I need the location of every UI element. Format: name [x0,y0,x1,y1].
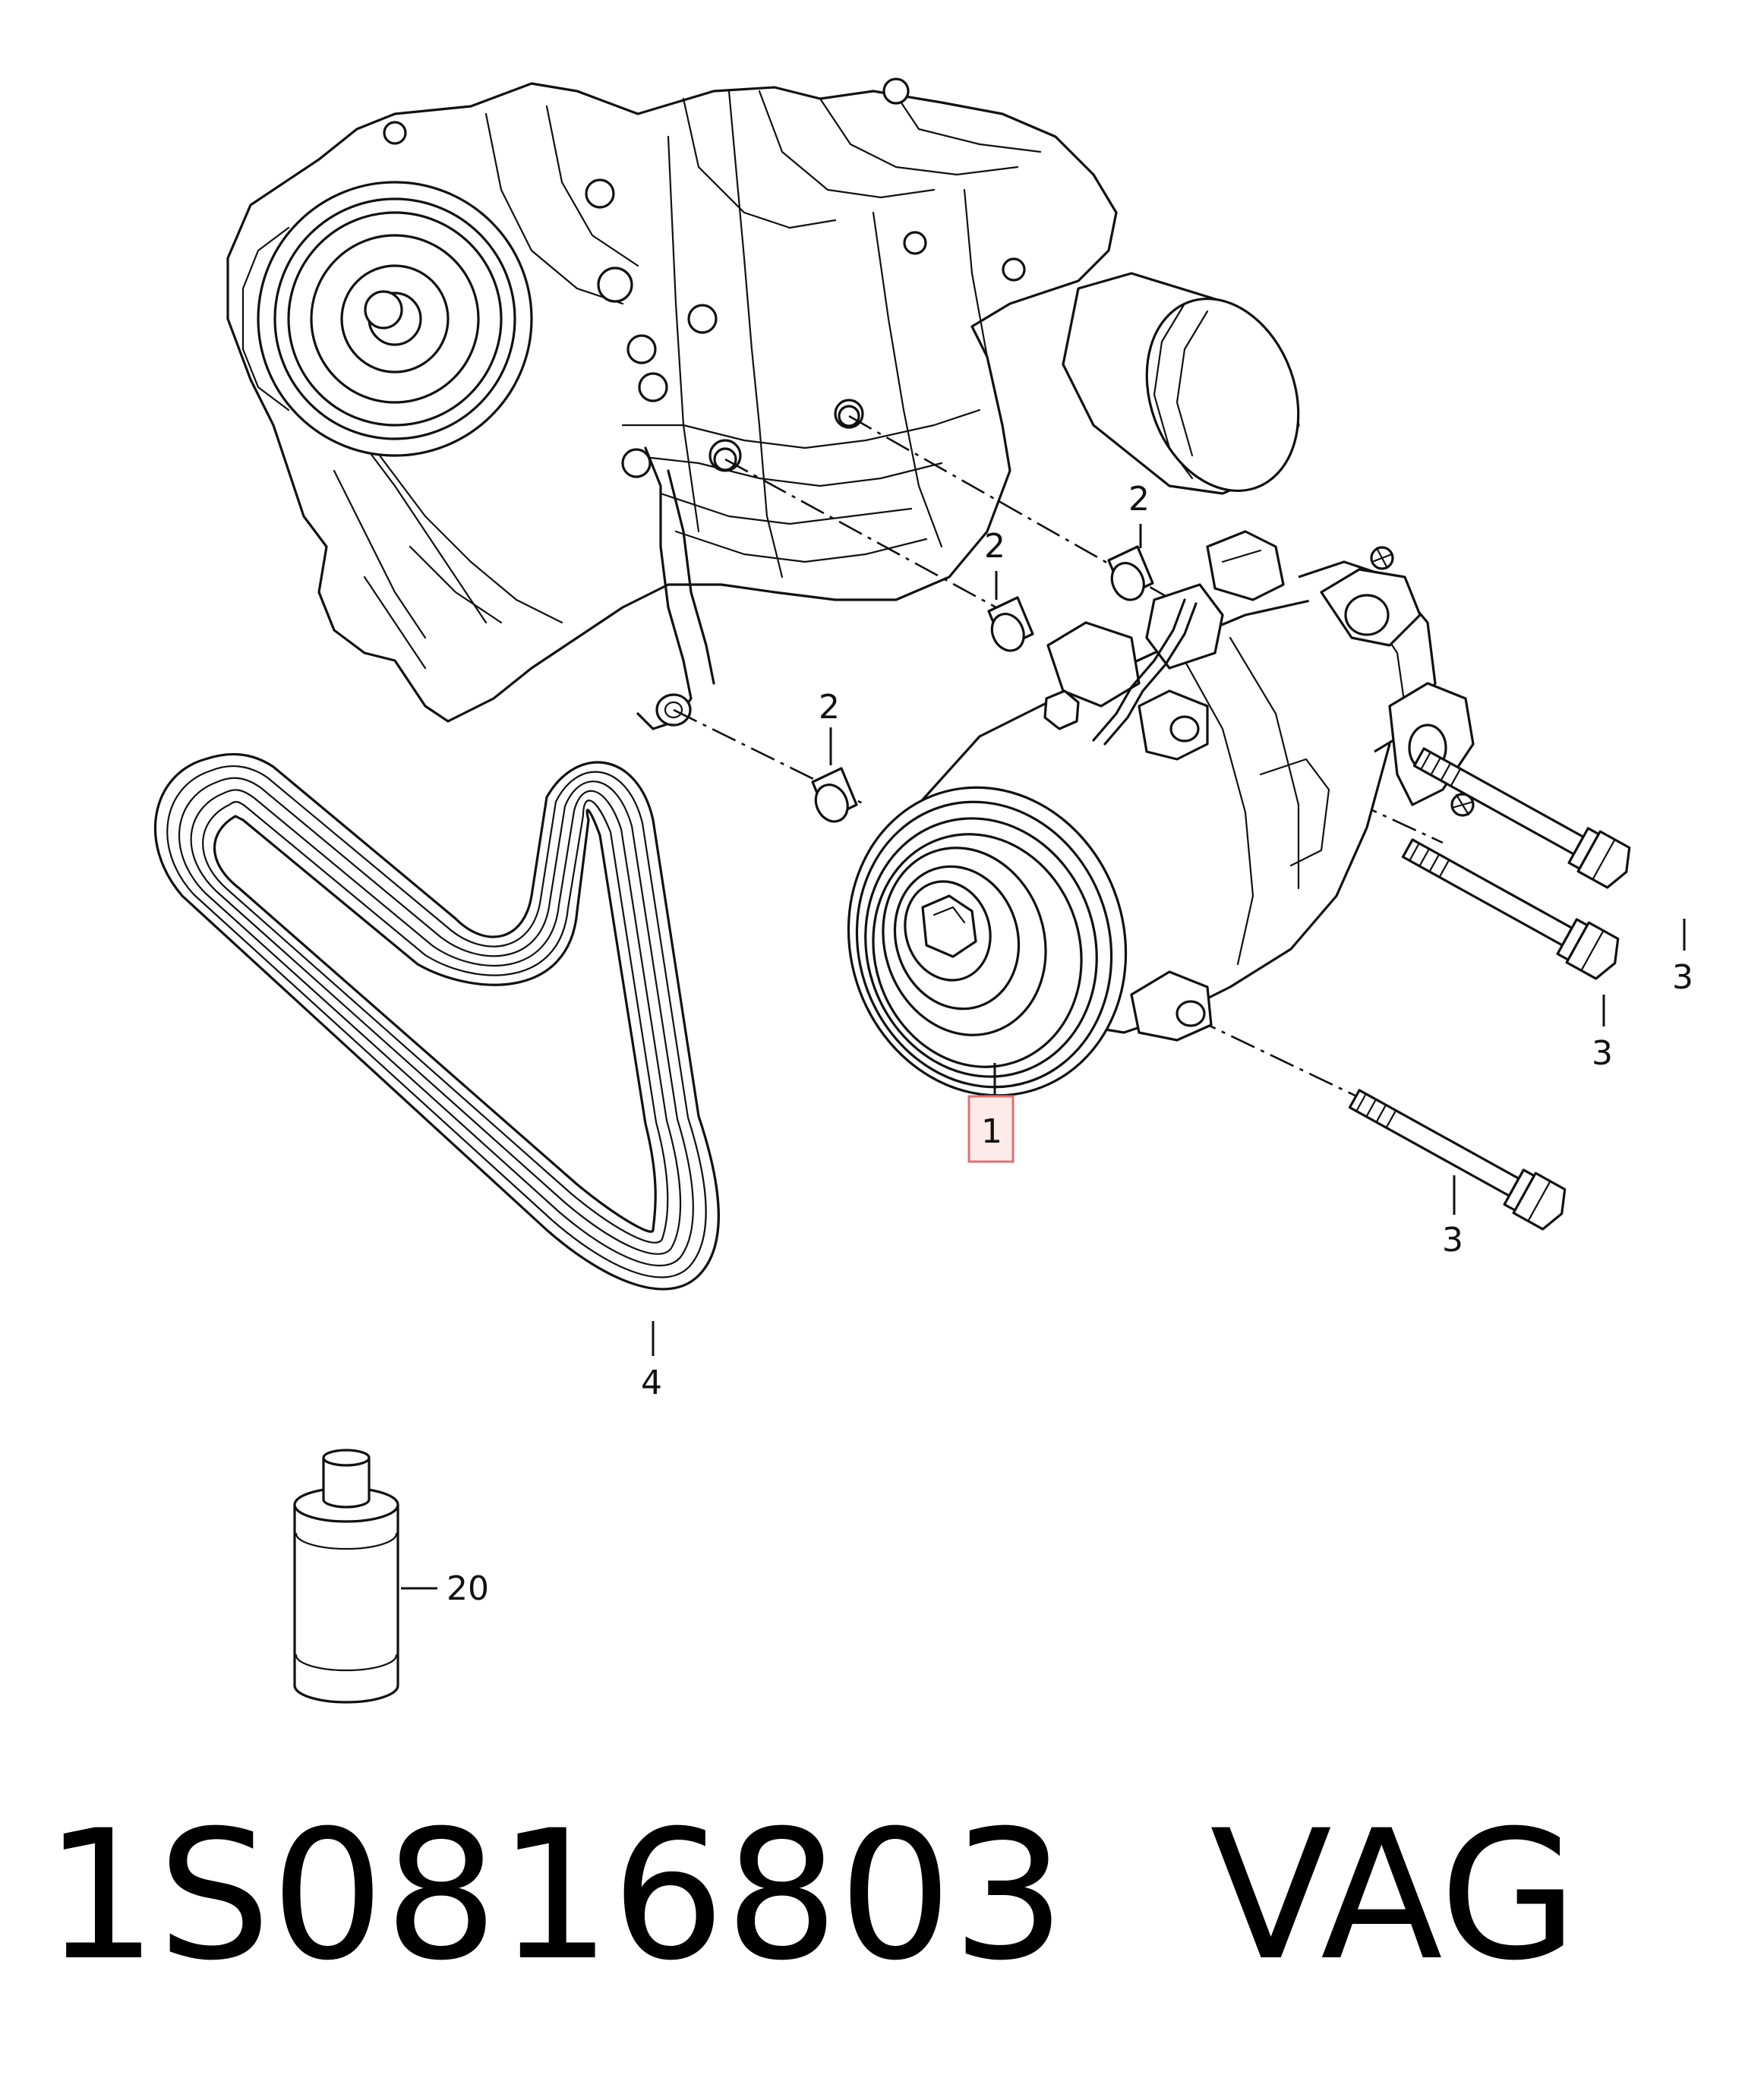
callout-bolt-lower: 3 [1442,1221,1463,1260]
callout-dowel-upper-mid: 2 [984,527,1005,566]
leader-lines [401,524,1686,1590]
callout-compressor: 1 [981,1112,1002,1151]
callouts: 2 2 2 1 3 3 3 4 20 [447,480,1693,1608]
brand-name: VAG [1210,1793,1578,2000]
part-number: 1S0816803 [44,1793,1066,2000]
callout-bolt-upper: 3 [1672,958,1693,997]
callout-bolt-middle: 3 [1592,1034,1613,1073]
callout-dowel-upper-right: 2 [1128,480,1150,519]
callout-highlight-box [967,1095,1015,1163]
callout-dowel-lower: 2 [819,688,840,727]
bolts [1348,747,1631,1231]
dowel-sleeves [811,545,1154,823]
callout-belt: 4 [641,1364,662,1402]
engine-block [226,77,1118,730]
callout-oil-bottle: 20 [447,1569,489,1608]
oil-filter [1062,272,1300,495]
ac-compressor [847,530,1475,1097]
serpentine-belt [153,752,720,1291]
crank-pulley [241,181,533,457]
oil-bottle [293,1449,399,1704]
